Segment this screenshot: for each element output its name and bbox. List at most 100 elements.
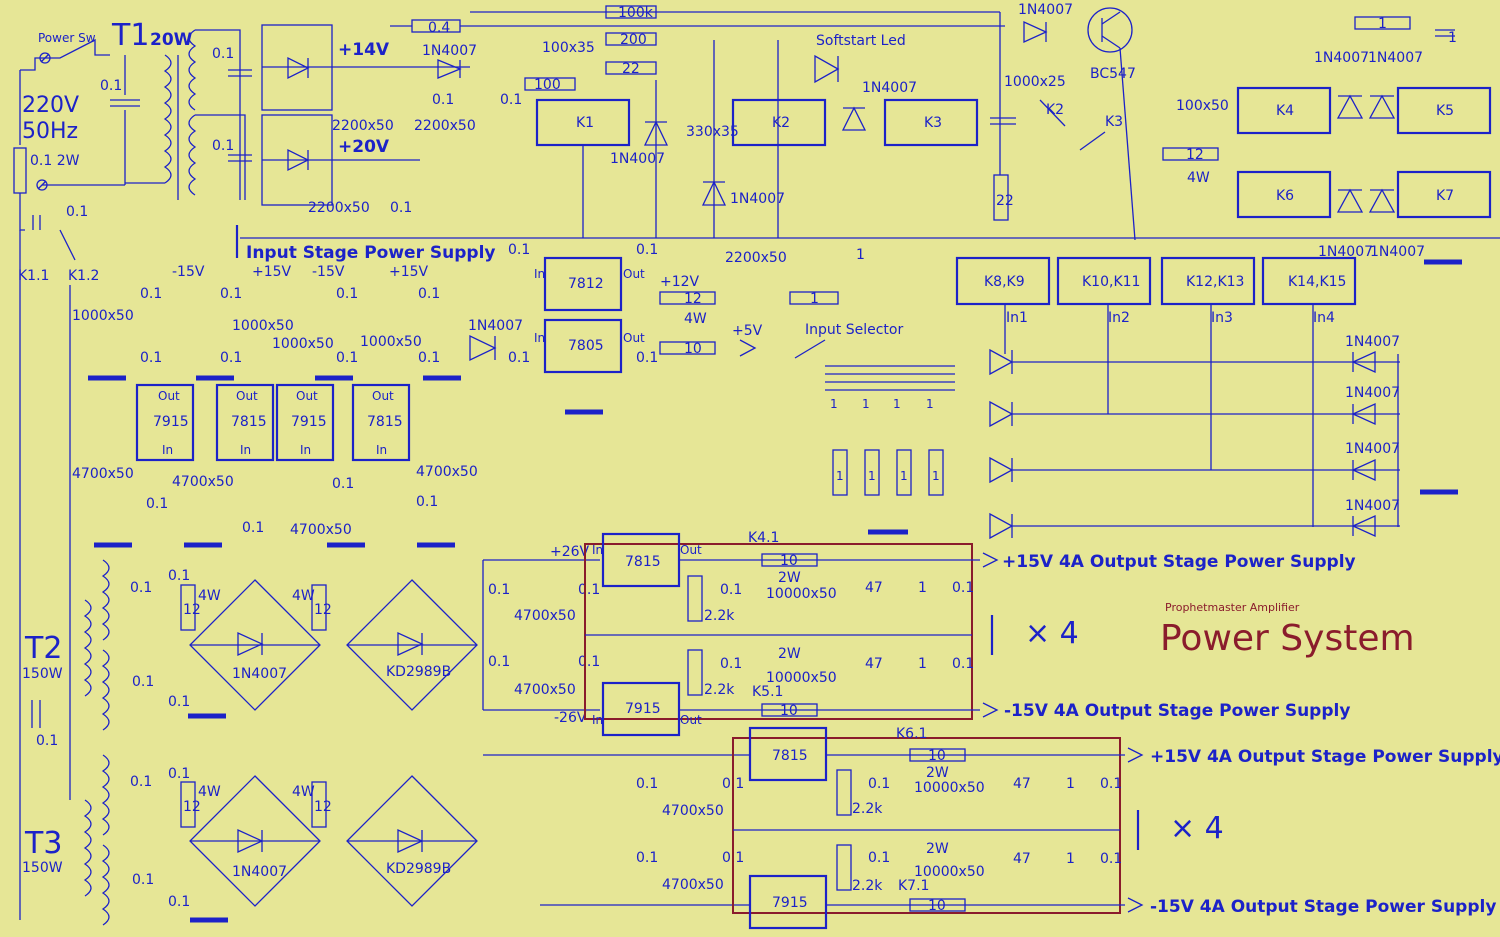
out-neg-label-1: -15V 4A Output Stage Power Supply	[1004, 701, 1350, 721]
svg-text:0.1: 0.1	[168, 694, 190, 710]
svg-text:4700x50: 4700x50	[514, 682, 576, 698]
svg-text:12: 12	[1186, 147, 1204, 163]
svg-text:0.1: 0.1	[140, 350, 162, 366]
mains-input: Power Sw 220V 50Hz 0.1 2W 0.1 K1.1 K1.2 …	[13, 31, 125, 920]
regulator-7805: 7805 In Out 0.1 0.1 1N4007 10 +5V	[468, 318, 763, 415]
transistor-bc547: BC547	[1090, 66, 1136, 82]
svg-text:2W: 2W	[778, 646, 801, 662]
svg-text:+15V: +15V	[252, 264, 292, 280]
svg-text:0.1: 0.1	[416, 494, 438, 510]
svg-text:Out: Out	[623, 331, 645, 345]
t1-bridge-14v: 0.1 +14V	[195, 24, 470, 200]
svg-text:1: 1	[900, 469, 908, 483]
svg-text:K6: K6	[1276, 188, 1294, 204]
svg-text:In4: In4	[1313, 310, 1335, 326]
svg-text:-26V: -26V	[554, 710, 587, 726]
svg-text:K14,K15: K14,K15	[1288, 274, 1346, 290]
svg-text:0.1: 0.1	[952, 656, 974, 672]
svg-text:2W: 2W	[926, 841, 949, 857]
diode-1n4007-a: 1N4007	[422, 43, 477, 59]
svg-text:0.1: 0.1	[578, 654, 600, 670]
svg-text:K6.1: K6.1	[896, 726, 927, 742]
svg-text:1N4007: 1N4007	[232, 864, 287, 880]
svg-text:0.1: 0.1	[1100, 776, 1122, 792]
subtitle: Prophetmaster Amplifier	[1165, 601, 1300, 614]
svg-text:Out: Out	[623, 267, 645, 281]
relay-k4-k7: 1 1 100x50 12 4W K4 K5 K6 K7 1N4007 1N40…	[1162, 16, 1492, 265]
schematic-title: Power System	[1160, 618, 1415, 659]
svg-text:1N4007: 1N4007	[468, 318, 523, 334]
t2-rating: 150W	[22, 666, 63, 682]
svg-text:12: 12	[684, 291, 702, 307]
filter-cap-2200-c: 2200x50	[308, 200, 370, 216]
svg-text:K7.1: K7.1	[898, 878, 929, 894]
svg-text:0.1: 0.1	[868, 776, 890, 792]
k3-contact: K3	[1105, 114, 1123, 130]
svg-text:47: 47	[865, 580, 883, 596]
svg-text:KD2989B: KD2989B	[386, 861, 451, 877]
svg-text:K3: K3	[924, 115, 942, 131]
svg-text:0.1: 0.1	[868, 850, 890, 866]
svg-text:-15V: -15V	[312, 264, 345, 280]
svg-text:1: 1	[918, 580, 927, 596]
relay-contact-k11: K1.1	[18, 268, 49, 284]
t1-primary-cap: 0.1	[100, 78, 122, 94]
times-4-a: × 4	[1025, 616, 1079, 651]
svg-text:10: 10	[780, 703, 798, 719]
svg-text:K12,K13: K12,K13	[1186, 274, 1244, 290]
input-leds: 1N4007 1N4007 1N4007 1N4007	[989, 334, 1400, 540]
svg-text:1000x50: 1000x50	[72, 308, 134, 324]
svg-text:0.1: 0.1	[720, 582, 742, 598]
svg-text:4700x50: 4700x50	[514, 608, 576, 624]
svg-text:0.1: 0.1	[168, 766, 190, 782]
svg-text:0.1: 0.1	[336, 286, 358, 302]
svg-text:1: 1	[830, 397, 838, 411]
relay-contact-k12: K1.2	[68, 268, 99, 284]
svg-text:4700x50: 4700x50	[416, 464, 478, 480]
svg-text:1N4007: 1N4007	[232, 666, 287, 682]
mains-resistor	[13, 147, 27, 194]
t1-cap-a: 0.1	[212, 46, 234, 62]
svg-text:0.1: 0.1	[508, 350, 530, 366]
svg-text:10000x50: 10000x50	[914, 864, 985, 880]
svg-text:1: 1	[856, 247, 865, 263]
svg-text:0.1: 0.1	[636, 350, 658, 366]
svg-text:0.1: 0.1	[220, 286, 242, 302]
svg-text:K4.1: K4.1	[748, 530, 779, 546]
out-pos-label-1: +15V 4A Output Stage Power Supply	[1002, 552, 1356, 572]
svg-text:In: In	[376, 443, 387, 457]
svg-text:1: 1	[1378, 16, 1387, 32]
svg-text:1N4007: 1N4007	[1370, 244, 1425, 260]
t1-cap-e: 0.1	[500, 92, 522, 108]
svg-text:K1: K1	[576, 115, 594, 131]
svg-text:+5V: +5V	[732, 323, 763, 339]
svg-text:K4: K4	[1276, 103, 1294, 119]
cap-100x50: 100x50	[1176, 98, 1229, 114]
svg-text:0.1: 0.1	[952, 580, 974, 596]
svg-text:K8,K9: K8,K9	[984, 274, 1025, 290]
svg-text:1N4007: 1N4007	[610, 151, 665, 167]
svg-text:7815: 7815	[625, 554, 661, 570]
svg-text:0.1: 0.1	[336, 350, 358, 366]
svg-text:1N4007: 1N4007	[1345, 334, 1400, 350]
svg-text:4700x50: 4700x50	[662, 877, 724, 893]
svg-text:In3: In3	[1211, 310, 1233, 326]
cap-330x35: 330x35	[686, 124, 739, 140]
times-4-b: × 4	[1170, 811, 1224, 846]
transformer-t1: T1 20W 0.1	[100, 18, 197, 200]
filter-cap-2200-a: 2200x50	[332, 118, 394, 134]
softstart-led-label: Softstart Led	[816, 33, 906, 49]
svg-text:0.1: 0.1	[418, 350, 440, 366]
rail-20v: +20V	[338, 137, 390, 157]
svg-text:7915: 7915	[625, 701, 661, 717]
svg-text:2W: 2W	[778, 570, 801, 586]
t1-cap-d: 0.1	[432, 92, 454, 108]
relay-k3: K3	[883, 98, 979, 147]
svg-text:Out: Out	[296, 389, 318, 403]
transformer-t3: T3 150W 0.1 0.1 0.1 0.1 12 4W 12 4W 1N40…	[22, 754, 478, 926]
relay-k1: K1	[535, 98, 631, 238]
svg-text:KD2989B: KD2989B	[386, 664, 451, 680]
svg-text:7815: 7815	[367, 414, 403, 430]
svg-text:K7: K7	[1436, 188, 1454, 204]
svg-text:1: 1	[1066, 776, 1075, 792]
